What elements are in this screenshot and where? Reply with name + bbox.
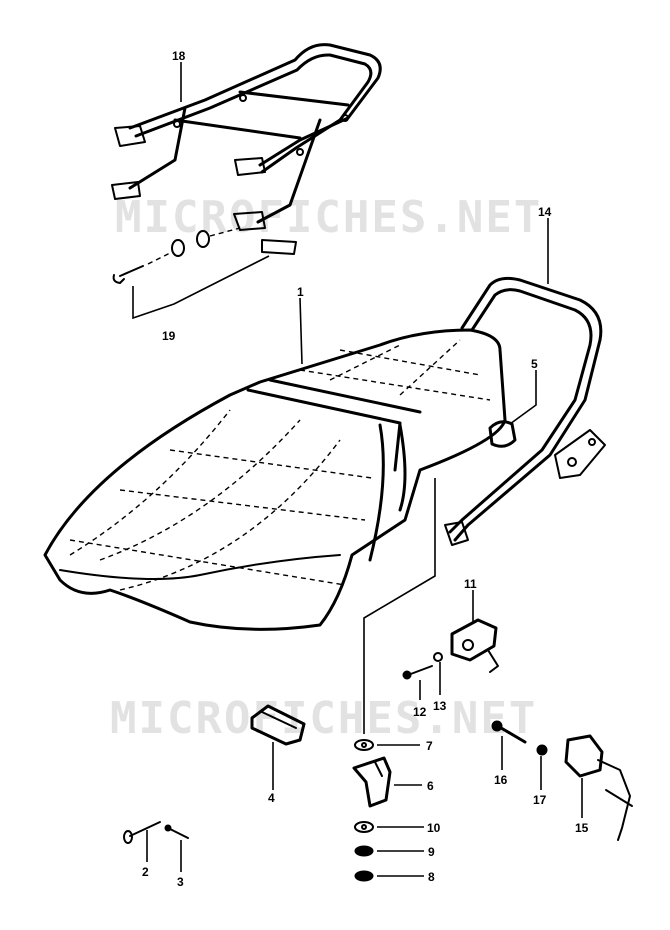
- luggage-rack-drawing: [111, 43, 382, 231]
- part-number-11: 11: [464, 577, 477, 591]
- part-number-2: 2: [142, 865, 149, 879]
- pin-screw-drawing: [123, 821, 189, 844]
- grab-rail-drawing: [444, 276, 606, 546]
- part-number-4: 4: [268, 791, 275, 805]
- part-number-17: 17: [533, 793, 547, 807]
- part-number-10: 10: [427, 821, 441, 835]
- part-number-15: 15: [575, 821, 589, 835]
- leader-lines: [132, 62, 583, 877]
- part-number-14: 14: [538, 205, 552, 219]
- part-number-13: 13: [433, 699, 447, 713]
- part-number-labels: 18 19 1 14 5 11 12 13 7 6 10 9 8 4 2 3 1…: [142, 49, 589, 889]
- cushion-drawing: [488, 420, 517, 448]
- part-number-16: 16: [494, 773, 508, 787]
- part-number-18: 18: [172, 49, 186, 63]
- part-number-1: 1: [297, 285, 304, 299]
- part-number-8: 8: [428, 870, 435, 884]
- seat-drawing: [43, 328, 507, 631]
- part-number-7: 7: [426, 739, 433, 753]
- ignition-lock-drawing: [491, 720, 633, 841]
- part-number-3: 3: [177, 875, 184, 889]
- rack-hardware-drawing: [112, 227, 297, 284]
- part-number-19: 19: [162, 329, 176, 343]
- part-number-9: 9: [428, 845, 435, 859]
- block-drawing: [250, 704, 306, 746]
- hardware-stack-drawing: [352, 739, 392, 882]
- part-number-12: 12: [413, 705, 427, 719]
- part-number-6: 6: [427, 779, 434, 793]
- watermark-top: MICROFICHES.NET: [115, 192, 542, 243]
- part-number-5: 5: [531, 357, 538, 371]
- seat-lock-drawing: [402, 618, 499, 680]
- watermark-bottom: MICROFICHES.NET: [110, 693, 537, 744]
